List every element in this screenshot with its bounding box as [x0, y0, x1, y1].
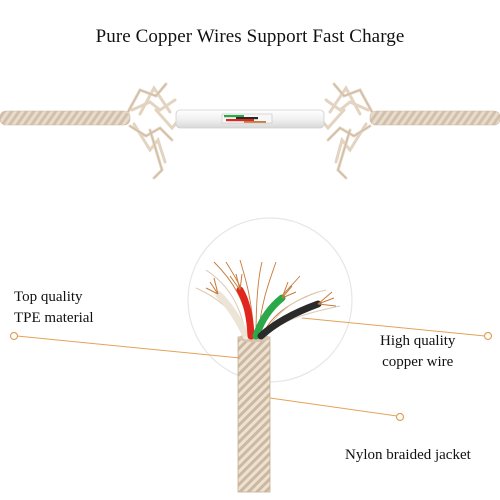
wire-bundle-icon	[187, 217, 353, 493]
callout-line-nylon	[269, 397, 405, 422]
callout-tpe-line2: TPE material	[14, 310, 94, 326]
callout-nylon: Nylon braided jacket	[345, 445, 471, 466]
callout-copper: High quality copper wire	[380, 331, 455, 373]
braided-cable-cut-icon	[0, 82, 500, 180]
headline: Pure Copper Wires Support Fast Charge	[95, 26, 405, 47]
callout-tpe-line1: Top quality	[14, 289, 83, 305]
callout-line-tpe	[9, 331, 241, 359]
callout-nylon-line1: Nylon braided jacket	[345, 447, 471, 463]
callout-tpe: Top quality TPE material	[14, 287, 94, 329]
callout-copper-line2: copper wire	[382, 354, 454, 370]
callout-line-copper	[301, 317, 493, 341]
callout-copper-line1: High quality	[380, 333, 456, 349]
